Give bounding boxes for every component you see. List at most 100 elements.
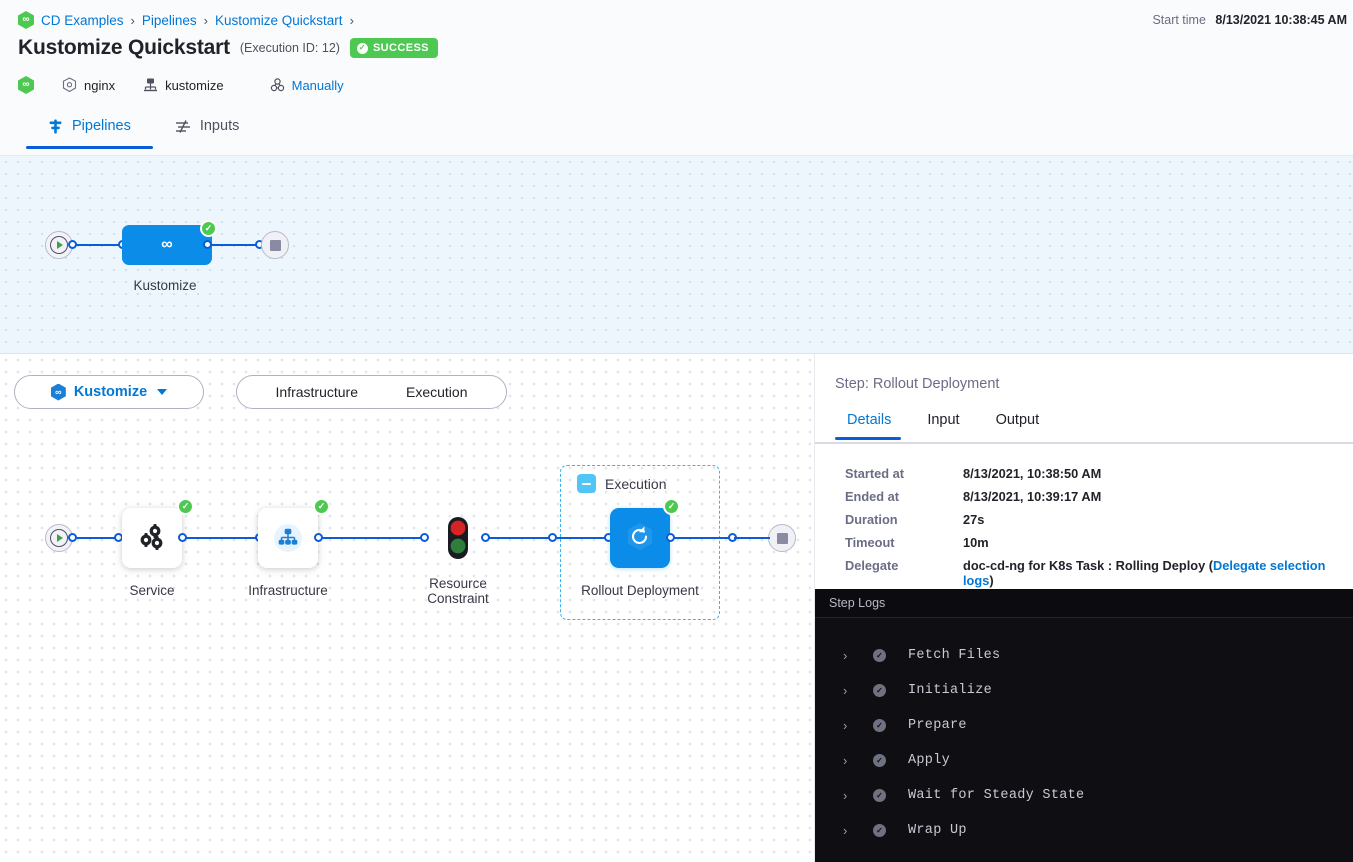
execution-graph-canvas[interactable] xyxy=(0,354,814,862)
chevron-right-icon[interactable]: › xyxy=(843,753,848,768)
table-row: Ended at 8/13/2021, 10:39:17 AM xyxy=(845,489,1353,512)
delegate-text-suffix: ) xyxy=(989,573,994,588)
list-item[interactable]: › ✓ Wait for Steady State xyxy=(815,778,1353,813)
chevron-right-icon[interactable]: › xyxy=(843,788,848,803)
detail-value: 27s xyxy=(963,512,985,527)
harness-hexagon-icon: ∞ xyxy=(50,383,66,401)
service-hexagon-icon xyxy=(62,77,77,93)
table-row: Started at 8/13/2021, 10:38:50 AM xyxy=(845,466,1353,489)
chevron-right-icon: › xyxy=(349,12,354,28)
harness-hexagon-icon: ∞ xyxy=(161,236,173,253)
start-time: Start time 8/13/2021 10:38:45 AM xyxy=(1152,13,1347,27)
panel-tab-output[interactable]: Output xyxy=(995,412,1040,428)
trigger-manual-icon xyxy=(270,77,285,93)
tab-pipelines[interactable]: Pipelines xyxy=(26,118,153,149)
breadcrumb-item-cd-examples[interactable]: CD Examples xyxy=(41,12,124,28)
trigger-name[interactable]: Manually xyxy=(291,77,344,93)
collapse-minus-icon[interactable] xyxy=(577,474,596,493)
service-meta: nginx xyxy=(62,77,115,93)
step-node-service[interactable] xyxy=(122,508,182,568)
execution-start-node[interactable] xyxy=(45,524,73,552)
list-item[interactable]: › ✓ Prepare xyxy=(815,708,1353,743)
execution-group-header[interactable]: Execution xyxy=(577,474,666,493)
check-icon: ✓ xyxy=(873,684,886,697)
execution-meta: ∞ nginx xyxy=(18,76,344,94)
panel-tab-input[interactable]: Input xyxy=(927,412,960,428)
edge xyxy=(734,537,770,539)
edge xyxy=(556,537,606,539)
chevron-right-icon[interactable]: › xyxy=(843,648,848,663)
status-badge-label: SUCCESS xyxy=(372,42,429,54)
step-node-resource-constraint[interactable] xyxy=(428,508,488,568)
detail-key: Ended at xyxy=(845,489,900,504)
list-item[interactable]: › ✓ Fetch Files xyxy=(815,638,1353,673)
stage-node-kustomize[interactable]: ∞ xyxy=(122,225,212,265)
status-badge-success: ✓ xyxy=(313,498,330,515)
service-cogs-icon xyxy=(140,524,163,550)
stage-graph-canvas[interactable]: ∞ ✓ Kustomize xyxy=(0,156,1353,354)
detail-value: 10m xyxy=(963,535,989,550)
stage-graph-start-node[interactable] xyxy=(45,231,73,259)
stop-icon xyxy=(776,532,788,544)
stage-selector-dropdown[interactable]: ∞ Kustomize xyxy=(14,375,204,409)
rollout-refresh-icon xyxy=(628,523,652,550)
execution-group-label: Execution xyxy=(605,475,667,492)
play-icon xyxy=(50,529,68,547)
detail-key: Started at xyxy=(845,466,905,481)
list-item[interactable]: › ✓ Initialize xyxy=(815,673,1353,708)
detail-key: Timeout xyxy=(845,535,895,550)
edge xyxy=(322,537,422,539)
list-item[interactable]: › ✓ Wrap Up xyxy=(815,813,1353,848)
table-row: Duration 27s xyxy=(845,512,1353,535)
page-header: ∞ CD Examples › Pipelines › Kustomize Qu… xyxy=(0,0,1353,156)
stage-tab-infrastructure[interactable]: Infrastructure xyxy=(275,384,358,400)
pipeline-icon xyxy=(48,119,63,134)
tab-inputs[interactable]: Inputs xyxy=(153,118,262,147)
edge xyxy=(211,244,261,246)
infrastructure-hierarchy-icon xyxy=(274,524,302,552)
step-label-infrastructure: Infrastructure xyxy=(248,583,328,598)
edge xyxy=(186,537,262,539)
start-time-label: Start time xyxy=(1152,13,1206,27)
status-badge: ✓ SUCCESS xyxy=(349,38,438,58)
execution-id: (Execution ID: 12) xyxy=(239,41,340,55)
breadcrumb-item-pipelines[interactable]: Pipelines xyxy=(141,12,197,28)
detail-key: Duration xyxy=(845,512,898,527)
harness-hexagon-icon: ∞ xyxy=(18,11,34,29)
status-badge-success: ✓ xyxy=(177,498,194,515)
step-node-rollout-deployment[interactable] xyxy=(610,508,670,568)
status-badge-success: ✓ xyxy=(663,498,680,515)
edge xyxy=(76,537,118,539)
delegate-text-prefix: doc-cd-ng for K8s Task : Rolling Deploy … xyxy=(963,558,1214,573)
check-icon: ✓ xyxy=(356,42,368,54)
chevron-right-icon[interactable]: › xyxy=(843,718,848,733)
chevron-right-icon[interactable]: › xyxy=(843,683,848,698)
step-node-infrastructure[interactable] xyxy=(258,508,318,568)
delegate-selection-logs-link[interactable]: Delegate selection logs xyxy=(963,558,1326,588)
status-badge-success: ✓ xyxy=(200,220,217,237)
chevron-right-icon[interactable]: › xyxy=(843,823,848,838)
stage-selector-label: Kustomize xyxy=(73,384,148,400)
log-label: Wrap Up xyxy=(908,823,967,838)
edge-dot xyxy=(420,533,429,542)
list-item[interactable]: › ✓ Apply xyxy=(815,743,1353,778)
breadcrumb-item-kustomize-quickstart[interactable]: Kustomize Quickstart xyxy=(215,12,343,28)
page-title: Kustomize Quickstart xyxy=(18,36,230,59)
stage-tab-execution[interactable]: Execution xyxy=(406,384,468,400)
check-icon: ✓ xyxy=(873,789,886,802)
table-row: Delegate doc-cd-ng for K8s Task : Rollin… xyxy=(845,558,1353,596)
step-logs-console[interactable]: Step Logs › ✓ Fetch Files › ✓ Initialize… xyxy=(815,589,1353,862)
main-tabs: Pipelines Inputs xyxy=(26,118,262,149)
harness-hexagon-icon: ∞ xyxy=(18,76,34,94)
step-label-service: Service xyxy=(129,583,175,598)
execution-end-node[interactable] xyxy=(768,524,796,552)
service-name: nginx xyxy=(84,77,116,93)
step-logs-header: Step Logs xyxy=(815,589,1353,618)
trigger-meta[interactable]: Manually xyxy=(270,77,344,93)
detail-value-delegate: doc-cd-ng for K8s Task : Rolling Deploy … xyxy=(963,558,1353,596)
panel-tabs: Details Input Output xyxy=(835,412,1057,440)
panel-tab-details[interactable]: Details xyxy=(835,412,909,440)
kustomize-icon xyxy=(143,77,158,93)
chevron-right-icon: › xyxy=(130,12,135,28)
stage-graph-end-node[interactable] xyxy=(261,231,289,259)
